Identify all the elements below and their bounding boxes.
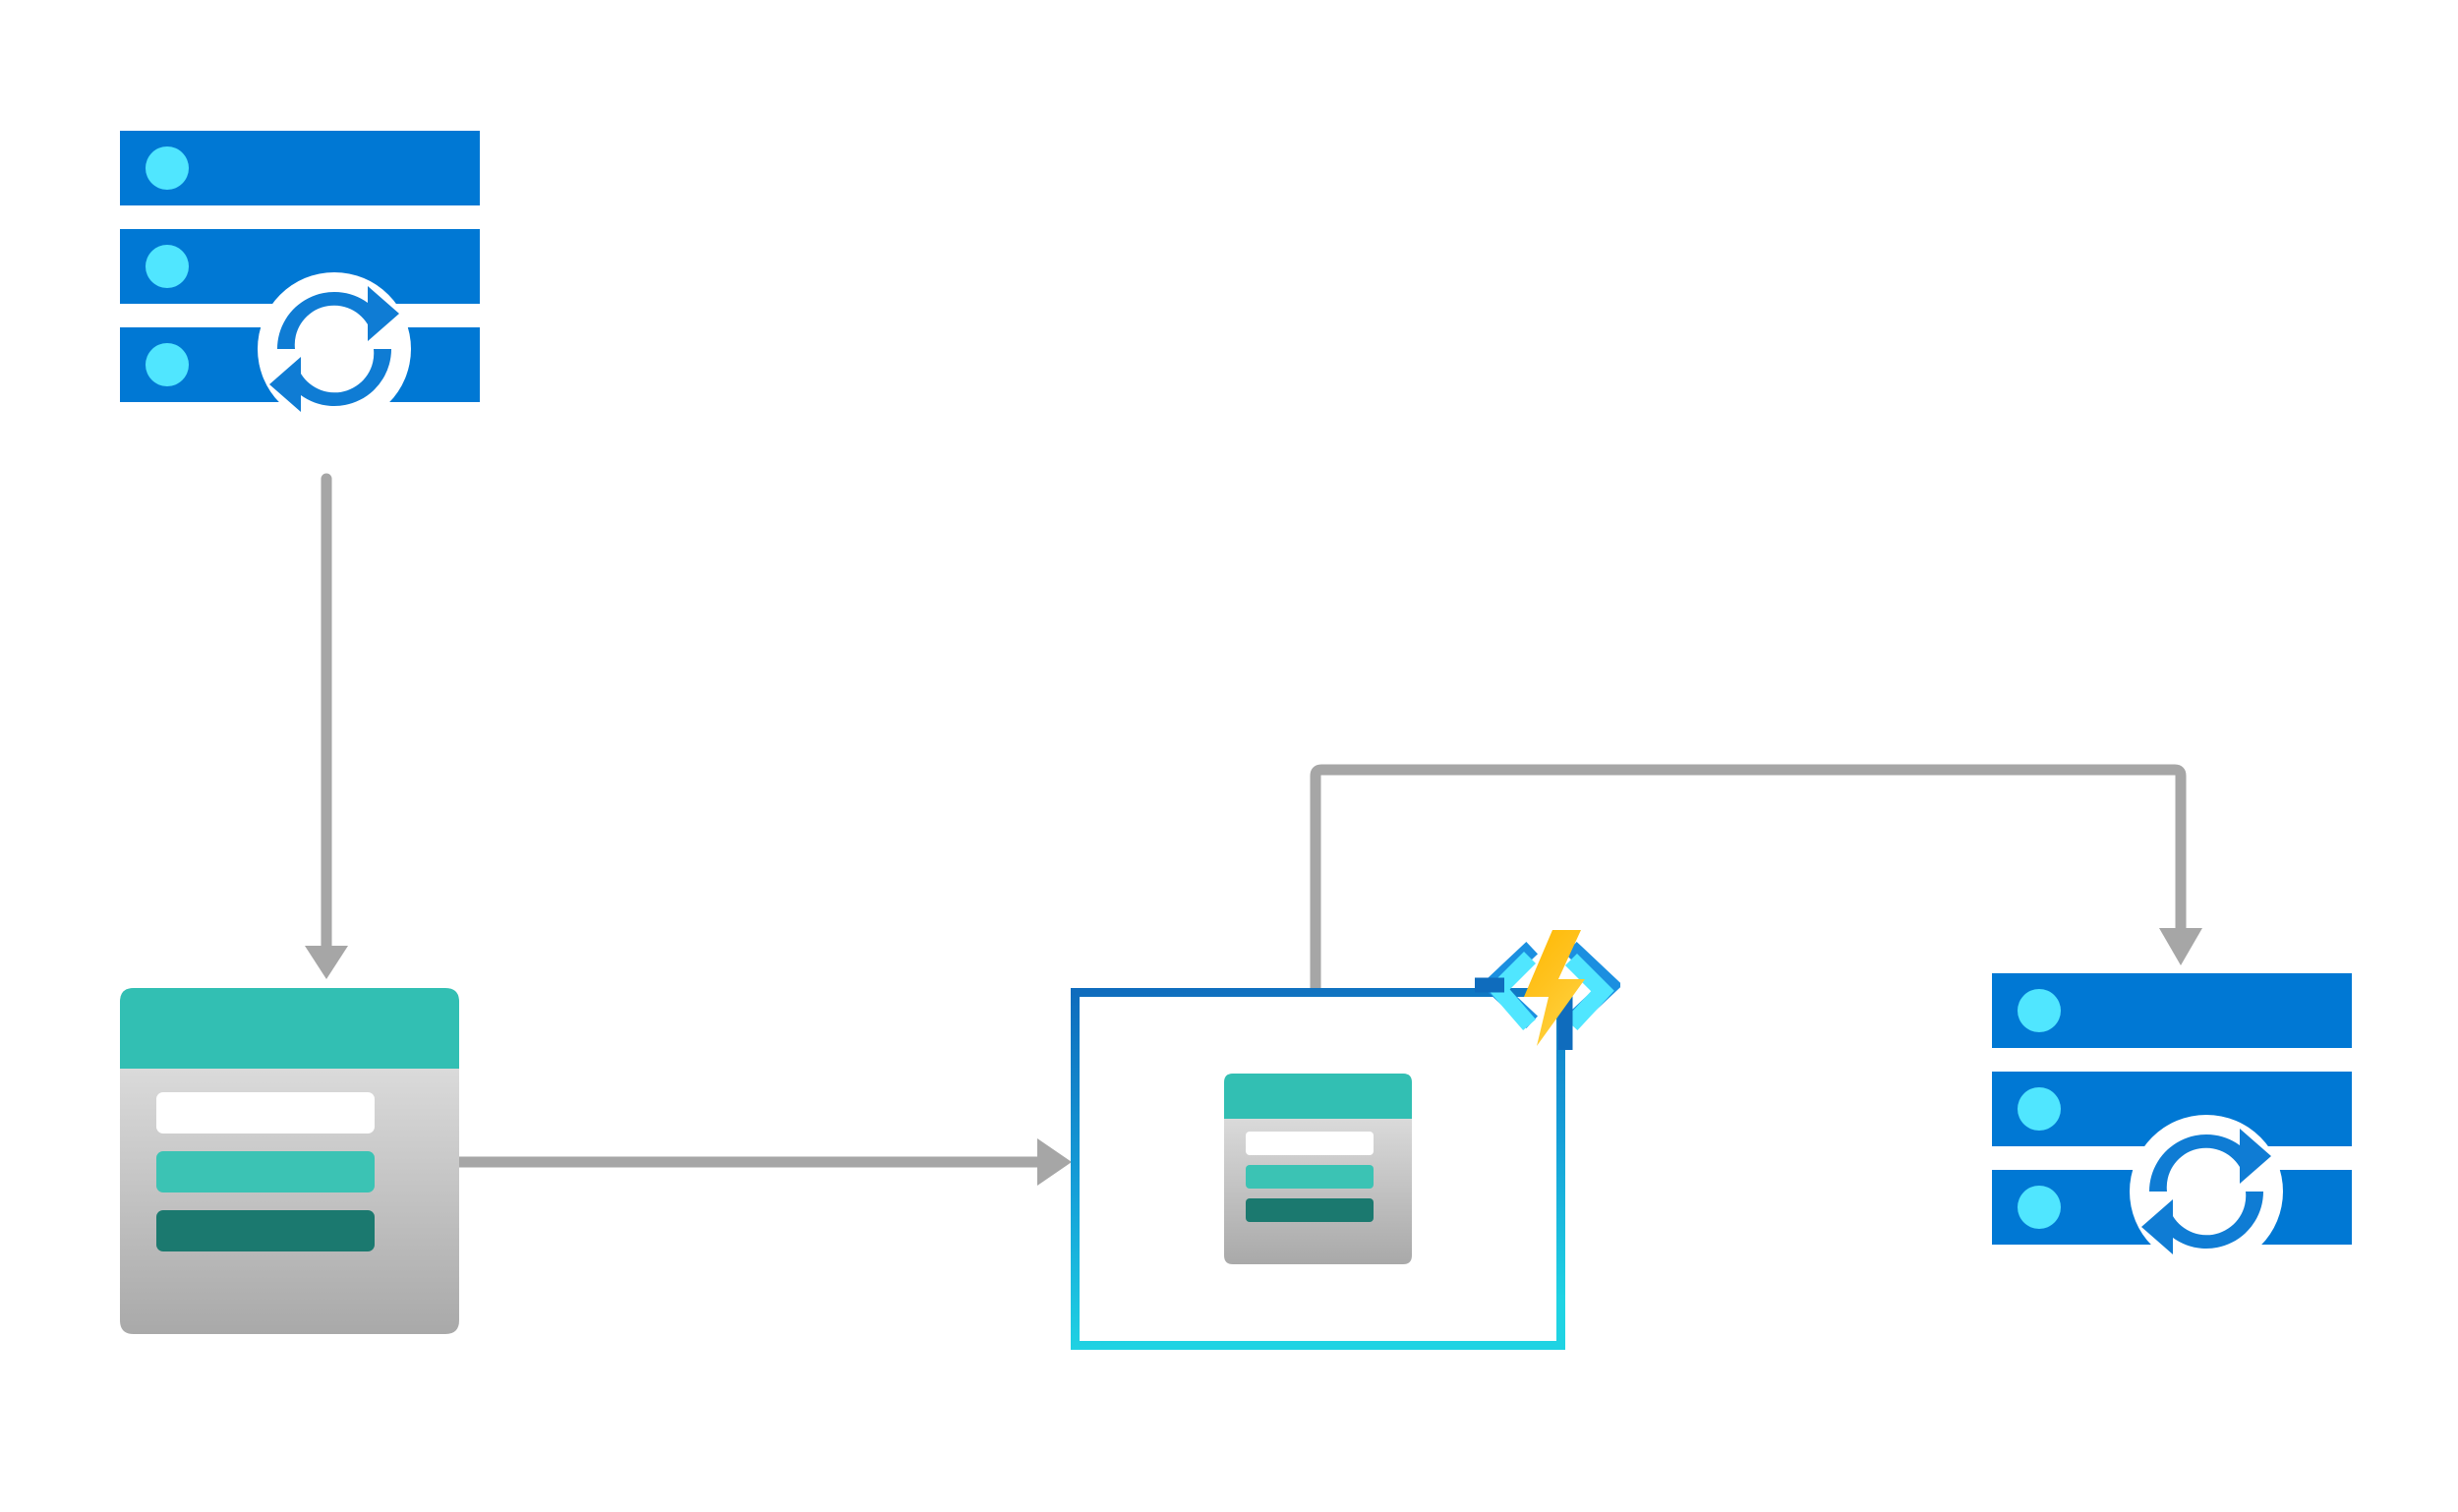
server-status-dot-1 xyxy=(146,146,189,190)
source-table-storage-node[interactable] xyxy=(120,988,459,1334)
table-row-3 xyxy=(1246,1198,1374,1222)
table-row-3 xyxy=(156,1210,375,1251)
right-angle-bracket-icon xyxy=(1557,941,1620,1050)
server-status-dot-3 xyxy=(2018,1186,2061,1229)
server-status-dot-2 xyxy=(146,245,189,288)
left-angle-bracket-icon xyxy=(1475,941,1539,1030)
server-bar-1 xyxy=(1992,973,2352,1048)
server-bar-1 xyxy=(120,131,480,205)
function-app-inner-table-icon xyxy=(1224,1074,1412,1264)
connector-source-server-to-table-storage[interactable] xyxy=(305,473,348,979)
connector-function-app-to-target-server[interactable] xyxy=(1310,764,2202,993)
target-server-node[interactable] xyxy=(1992,973,2352,1301)
server-status-dot-2 xyxy=(2018,1087,2061,1131)
server-status-dot-1 xyxy=(2018,989,2061,1032)
azure-functions-logo xyxy=(1475,924,1620,1050)
source-server-node[interactable] xyxy=(120,131,480,458)
refresh-sync-icon xyxy=(2141,1129,2271,1254)
lightning-bolt-icon xyxy=(1524,930,1585,1046)
table-header xyxy=(120,988,459,1069)
server-status-dot-3 xyxy=(146,343,189,386)
table-header xyxy=(1224,1074,1412,1119)
table-row-1 xyxy=(1246,1132,1374,1155)
server-bar-2 xyxy=(120,229,480,304)
table-row-2 xyxy=(156,1151,375,1192)
refresh-sync-icon xyxy=(269,286,399,412)
table-row-2 xyxy=(1246,1165,1374,1189)
connector-table-storage-to-function-app[interactable] xyxy=(452,1138,1072,1186)
table-row-1 xyxy=(156,1092,375,1134)
